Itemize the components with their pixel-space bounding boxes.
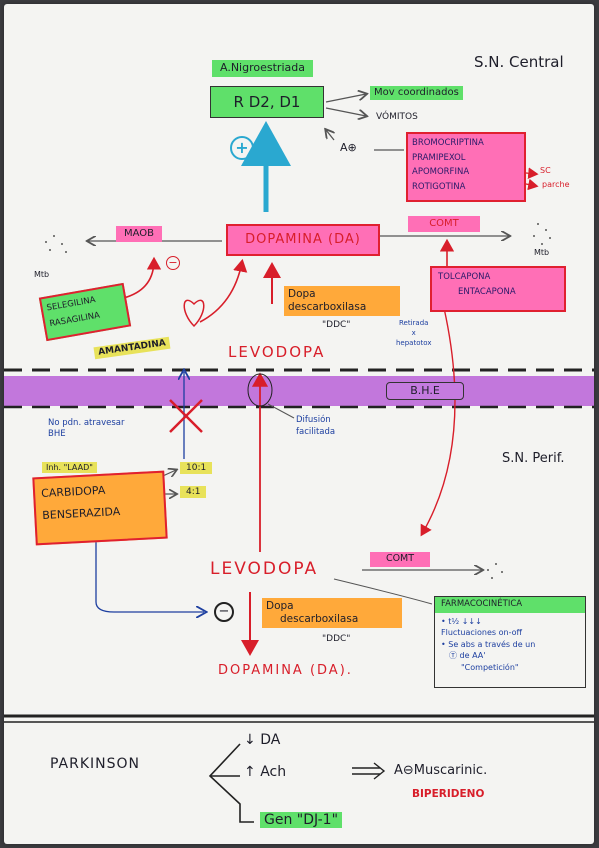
vomitos-label: VÓMITOS bbox=[376, 112, 418, 122]
agonist-abbrev: A⊕ bbox=[340, 141, 357, 154]
agonist-item: PRAMIPEXOL bbox=[412, 152, 466, 163]
park-da: ↓ DA bbox=[244, 732, 281, 748]
retirada-note: Retirada x hepatotox bbox=[396, 318, 431, 348]
bhe-band bbox=[4, 376, 594, 406]
park-da-text: DA bbox=[260, 732, 281, 748]
park-ach-text: Ach bbox=[260, 764, 287, 780]
sc-label: SC bbox=[540, 166, 551, 175]
park-gen: Gen "DJ-1" bbox=[260, 812, 343, 828]
bhe-line: BHE bbox=[48, 429, 66, 439]
parkinson-label: PARKINSON bbox=[50, 756, 141, 772]
mtb-right-label: Mtb bbox=[534, 248, 550, 257]
dopamina-bottom-label: DOPAMINA (DA). bbox=[218, 663, 353, 678]
ratio-10-1: 10:1 bbox=[180, 462, 213, 475]
mov-coordinados-label: Mov coordinados bbox=[370, 86, 463, 100]
ratio-4-1: 4:1 bbox=[180, 486, 207, 499]
retirada-line: Retirada bbox=[399, 319, 429, 327]
agonist-item: ROTIGOTINA bbox=[412, 181, 466, 192]
ddc-bottom-label: "DDC" bbox=[322, 634, 351, 644]
dopamina-central-box: DOPAMINA (DA) bbox=[226, 224, 380, 256]
tolcapona-label: TOLCAPONA bbox=[438, 272, 491, 282]
farmaco-line: Fluctuaciones on-off bbox=[441, 628, 523, 638]
parche-label: parche bbox=[542, 180, 570, 189]
mtb-left-label: Mtb bbox=[34, 270, 50, 279]
agonists-box: BROMOCRIPTINA PRAMIPEXOL APOMORFINA ROTI… bbox=[406, 132, 526, 202]
agonist-item: BROMOCRIPTINA bbox=[412, 138, 484, 148]
plus-circle-icon: + bbox=[230, 136, 254, 160]
descarboxilasa-line: descarboxilasa bbox=[280, 613, 359, 625]
park-ach: ↑ Ach bbox=[244, 764, 287, 780]
farmaco-list: • t½ ↓↓↓ Fluctuaciones on-off • Se abs a… bbox=[435, 613, 585, 677]
no-bhe-line: No pdn. atravesar bbox=[48, 418, 125, 428]
ddc-top-label: "DDC" bbox=[322, 320, 351, 330]
sn-central-label: S.N. Central bbox=[474, 53, 564, 71]
x-line: x bbox=[411, 329, 416, 337]
muscarinic-label: A⊖Muscarinic. bbox=[394, 763, 488, 778]
no-bhe-note: No pdn. atravesar BHE bbox=[48, 418, 124, 440]
dopa-line: Dopa bbox=[288, 288, 316, 300]
carbidopa-box: CARBIDOPA BENSERAZIDA bbox=[32, 470, 168, 546]
levodopa-top-label: LEVODOPA bbox=[228, 343, 326, 361]
diagram-connections bbox=[4, 4, 594, 823]
sn-perif-label: S.N. Perif. bbox=[502, 451, 565, 466]
farmaco-line: Ⓣ de AA' bbox=[449, 651, 486, 661]
hepatotox-line: hepatotox bbox=[396, 339, 432, 347]
park-gen-text: Gen "DJ-1" bbox=[260, 812, 343, 828]
dopa-decarboxilasa-top: Dopa descarboxilasa bbox=[284, 286, 400, 316]
farmacocinetica-title: FARMACOCINÉTICA bbox=[435, 597, 585, 613]
descarboxilasa-line: descarboxilasa bbox=[288, 301, 367, 313]
notebook-page: S.N. Central A.Nigroestriada R D2, D1 Mo… bbox=[4, 4, 594, 844]
bhe-label: B.H.E bbox=[386, 382, 464, 400]
difusion-note: Difusión facilitada bbox=[296, 414, 335, 438]
dopa-line: Dopa bbox=[266, 600, 294, 612]
minus-circle-icon: − bbox=[166, 256, 180, 270]
minus-circle-bottom-icon: − bbox=[214, 602, 234, 622]
farmaco-line: • t½ ↓↓↓ bbox=[441, 616, 482, 626]
farmaco-line: • Se abs a través de un bbox=[441, 639, 536, 649]
agonist-item: APOMORFINA bbox=[412, 167, 470, 177]
dopa-decarboxilasa-bottom: Dopa descarboxilasa bbox=[262, 598, 402, 628]
inh-laad-label: Inh. "LAAD" bbox=[42, 462, 97, 474]
nigroestriada-label: A.Nigroestriada bbox=[212, 60, 313, 77]
facilitada-line: facilitada bbox=[296, 427, 336, 437]
comt-bottom-label: COMT bbox=[370, 552, 430, 567]
comt-top-label: COMT bbox=[408, 216, 480, 232]
levodopa-bottom-label: LEVODOPA bbox=[210, 559, 319, 579]
difusion-line: Difusión bbox=[296, 415, 331, 425]
farmaco-line: "Competición" bbox=[461, 662, 519, 672]
entacapona-label: ENTACAPONA bbox=[458, 287, 516, 297]
benserazida-label: BENSERAZIDA bbox=[41, 504, 121, 523]
comt-inhibitors-box: TOLCAPONA ENTACAPONA bbox=[430, 266, 566, 312]
receptor-box: R D2, D1 bbox=[210, 86, 324, 118]
farmacocinetica-box: FARMACOCINÉTICA • t½ ↓↓↓ Fluctuaciones o… bbox=[434, 596, 586, 688]
biperideno-label: BIPERIDENO bbox=[412, 788, 485, 800]
maob-label: MAOB bbox=[116, 226, 163, 242]
